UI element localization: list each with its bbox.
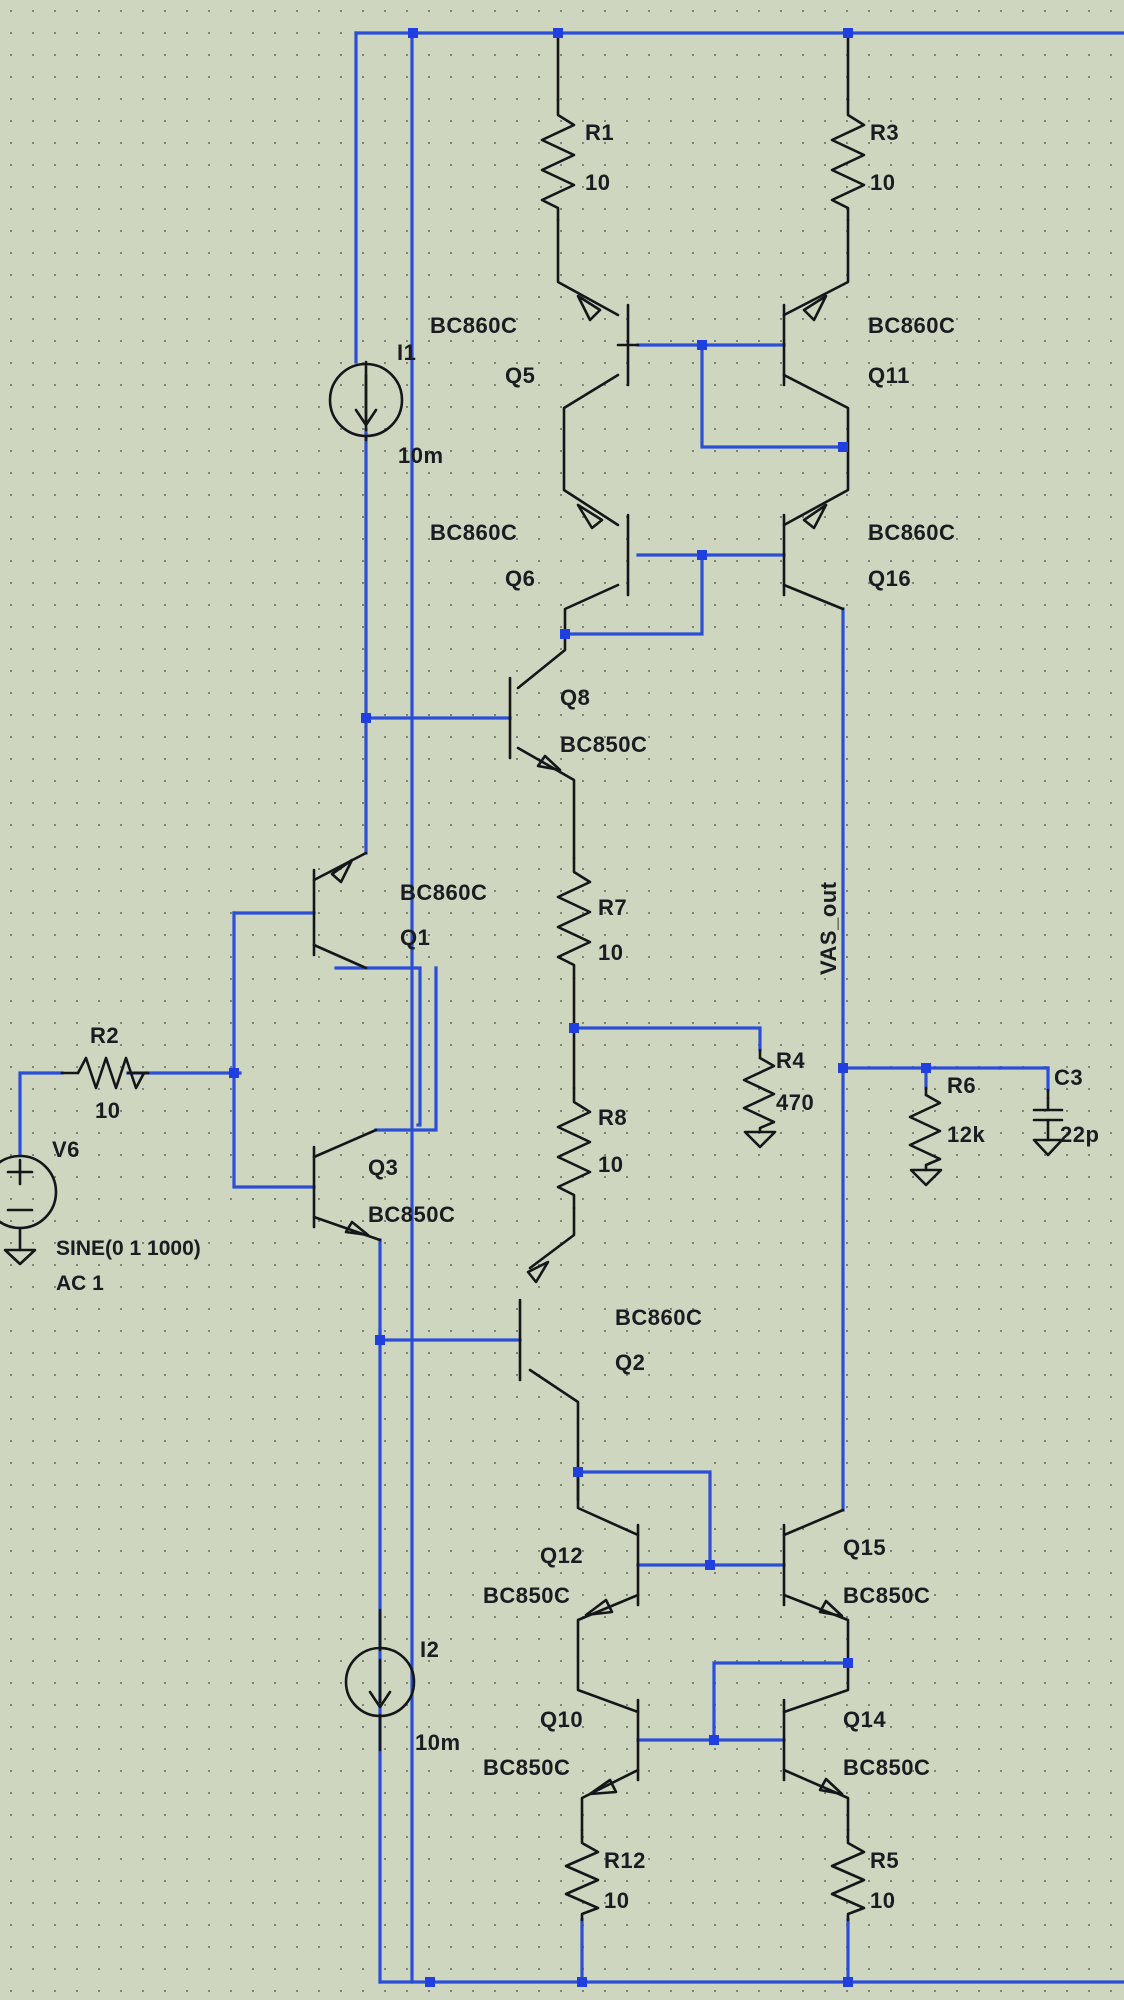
i2-value: 10m — [415, 1730, 461, 1755]
transistor-q3-symbol[interactable] — [312, 1145, 370, 1237]
q10-name: Q10 — [540, 1707, 583, 1732]
q1-model: BC860C — [400, 880, 487, 905]
resistor-r12-symbol[interactable] — [564, 1828, 600, 1922]
q16-name: Q16 — [868, 566, 911, 591]
q16-model: BC860C — [868, 520, 955, 545]
r6-name: R6 — [947, 1073, 976, 1098]
r1-name: R1 — [585, 120, 614, 145]
net-label-vas-out: VAS_out — [816, 881, 841, 975]
q11-model: BC860C — [868, 313, 955, 338]
transistor-q11-symbol[interactable] — [782, 294, 828, 387]
component-labels: R1 10 R3 10 BC860C I1 Q5 10m BC860C Q11 … — [52, 120, 1099, 1913]
r3-name: R3 — [870, 120, 899, 145]
capacitor-c3-symbol[interactable] — [1032, 1096, 1064, 1142]
r5-name: R5 — [870, 1848, 899, 1873]
resistor-r7-symbol[interactable] — [556, 856, 592, 980]
r2-name: R2 — [90, 1023, 119, 1048]
q10-model: BC850C — [483, 1755, 570, 1780]
r12-value: 10 — [604, 1888, 629, 1913]
resistor-symbols — [76, 98, 942, 1922]
r3-value: 10 — [870, 170, 895, 195]
r7-name: R7 — [598, 895, 627, 920]
junction-dots — [229, 28, 931, 1987]
transistor-q12-symbol[interactable] — [584, 1523, 640, 1617]
q12-model: BC850C — [483, 1583, 570, 1608]
q3-model: BC850C — [368, 1202, 455, 1227]
q8-name: Q8 — [560, 685, 590, 710]
resistor-r5-symbol[interactable] — [830, 1828, 866, 1922]
q6-model: BC860C — [430, 520, 517, 545]
wires[interactable] — [18, 31, 1124, 1984]
resistor-r2-symbol[interactable] — [76, 1056, 150, 1090]
r7-value: 10 — [598, 940, 623, 965]
r6-value: 12k — [947, 1122, 985, 1147]
q14-model: BC850C — [843, 1755, 930, 1780]
q2-model: BC860C — [615, 1305, 702, 1330]
transistor-q16-symbol[interactable] — [782, 503, 828, 597]
resistor-r6-symbol[interactable] — [908, 1093, 942, 1172]
i1-value: 10m — [398, 443, 444, 468]
q5-name: Q5 — [505, 363, 535, 388]
r1-value: 10 — [585, 170, 610, 195]
q3-name: Q3 — [368, 1155, 398, 1180]
q11-name: Q11 — [868, 363, 910, 388]
transistor-q2-symbol[interactable] — [518, 1260, 550, 1382]
q6-name: Q6 — [505, 566, 535, 591]
i1-name: I1 — [397, 340, 416, 365]
v6-value1: SINE(0 1 1000) — [56, 1237, 201, 1260]
resistor-r8-symbol[interactable] — [556, 1086, 592, 1210]
r5-value: 10 — [870, 1888, 895, 1913]
transistor-q5-symbol[interactable] — [576, 294, 640, 387]
transistor-q8-symbol[interactable] — [508, 676, 562, 772]
q8-model: BC850C — [560, 732, 647, 757]
q15-model: BC850C — [843, 1583, 930, 1608]
q12-name: Q12 — [540, 1543, 583, 1568]
i2-name: I2 — [420, 1637, 439, 1662]
r12-name: R12 — [604, 1848, 646, 1873]
r4-name: R4 — [776, 1048, 805, 1073]
voltage-source-v6-symbol[interactable] — [0, 1154, 58, 1252]
transistor-q10-symbol[interactable] — [588, 1698, 640, 1796]
ground-r6-icon — [909, 1168, 943, 1187]
resistor-r1-symbol[interactable] — [540, 98, 576, 222]
current-source-i2-symbol[interactable] — [344, 1646, 416, 1718]
q1-name: Q1 — [400, 925, 430, 950]
q15-name: Q15 — [843, 1535, 886, 1560]
transistor-q15-symbol[interactable] — [782, 1523, 844, 1618]
c3-name: C3 — [1054, 1065, 1083, 1090]
transistor-q6-symbol[interactable] — [576, 503, 630, 597]
v6-value2: AC 1 — [56, 1272, 104, 1295]
r4-value: 470 — [776, 1090, 814, 1115]
v6-name: V6 — [52, 1137, 80, 1162]
transistor-q1-symbol[interactable] — [312, 858, 354, 957]
r2-value: 10 — [95, 1098, 120, 1123]
r8-name: R8 — [598, 1105, 627, 1130]
q5-model: BC860C — [430, 313, 517, 338]
resistor-r4-symbol[interactable] — [742, 1056, 776, 1134]
current-source-i1-symbol[interactable] — [328, 362, 404, 442]
transistor-q14-symbol[interactable] — [782, 1698, 844, 1796]
c3-value: 22p — [1060, 1122, 1099, 1147]
q2-name: Q2 — [615, 1350, 645, 1375]
q14-name: Q14 — [843, 1707, 886, 1732]
resistor-r3-symbol[interactable] — [830, 98, 866, 222]
transistor-symbols — [312, 294, 844, 1796]
r8-value: 10 — [598, 1152, 623, 1177]
ground-r4-icon — [743, 1130, 777, 1149]
